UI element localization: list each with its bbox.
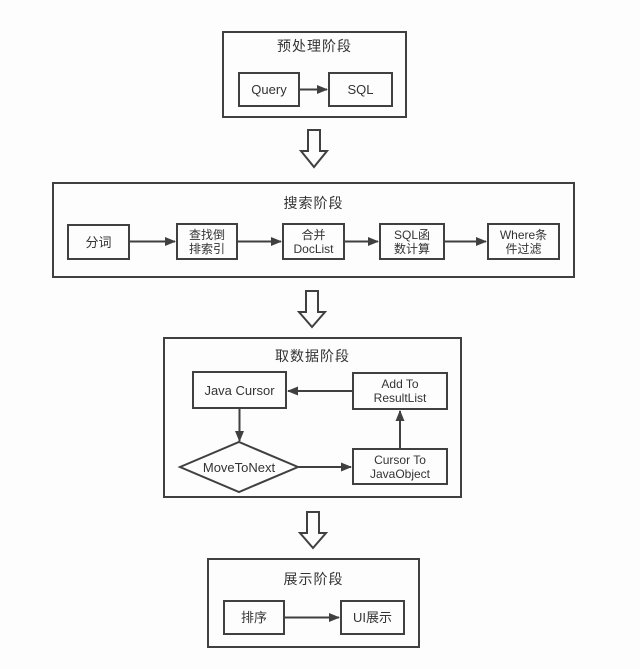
node-cursor-to-javaobject-line1: Cursor To xyxy=(374,452,426,467)
node-add-to-resultlist-line1: Add To xyxy=(381,377,419,391)
node-ui-display-label: UI展示 xyxy=(352,610,392,625)
node-java-cursor-label: Java Cursor xyxy=(204,382,275,398)
stage-flow-arrow-3 xyxy=(297,511,329,550)
node-merge-doclist-line1: 合并 xyxy=(301,227,326,242)
node-ui-display: UI展示 xyxy=(340,600,405,635)
stage-flow-arrow-2 xyxy=(296,290,328,329)
node-inverted-index: 查找倒 排索引 xyxy=(176,223,238,260)
node-move-to-next: MoveToNext xyxy=(180,442,298,492)
node-sql-func: SQL函 数计算 xyxy=(379,223,445,260)
node-inverted-index-line2: 排索引 xyxy=(188,241,225,256)
stage-search xyxy=(52,182,575,278)
node-inverted-index-line1: 查找倒 xyxy=(188,227,225,242)
stage-fetch xyxy=(163,337,462,498)
stage-display-title: 展示阶段 xyxy=(283,571,344,587)
node-query-label: Query xyxy=(251,82,287,97)
node-sort-label: 排序 xyxy=(240,610,267,625)
node-cursor-to-javaobject: Cursor To JavaObject xyxy=(352,448,448,485)
node-merge-doclist: 合并 DocList xyxy=(282,223,345,260)
stage-fetch-title: 取数据阶段 xyxy=(275,348,350,364)
stage-preprocess-title: 预处理阶段 xyxy=(277,38,352,54)
stage-flow-arrow-1 xyxy=(298,129,330,169)
node-where-filter-line2: 件过滤 xyxy=(505,241,542,256)
node-query: Query xyxy=(238,72,300,107)
node-sql-func-line1: SQL函 xyxy=(393,227,430,242)
node-add-to-resultlist-line2: ResultList xyxy=(373,391,427,405)
node-sql-func-line2: 数计算 xyxy=(393,241,430,256)
node-where-filter-line1: Where条 xyxy=(499,227,548,242)
stage-preprocess xyxy=(222,31,407,118)
stage-display xyxy=(207,558,420,648)
node-java-cursor: Java Cursor xyxy=(192,371,287,409)
node-sql-label: SQL xyxy=(347,82,374,97)
node-add-to-resultlist: Add To ResultList xyxy=(352,372,448,410)
node-cursor-to-javaobject-line2: JavaObject xyxy=(369,466,431,481)
node-move-to-next-label: MoveToNext xyxy=(202,459,276,475)
node-merge-doclist-line2: DocList xyxy=(293,241,334,256)
node-tokenize: 分词 xyxy=(67,224,130,260)
node-tokenize-label: 分词 xyxy=(85,234,112,250)
stage-search-title: 搜索阶段 xyxy=(283,195,344,211)
node-sort: 排序 xyxy=(223,600,285,635)
node-sql: SQL xyxy=(328,72,393,107)
node-where-filter: Where条 件过滤 xyxy=(487,223,560,260)
